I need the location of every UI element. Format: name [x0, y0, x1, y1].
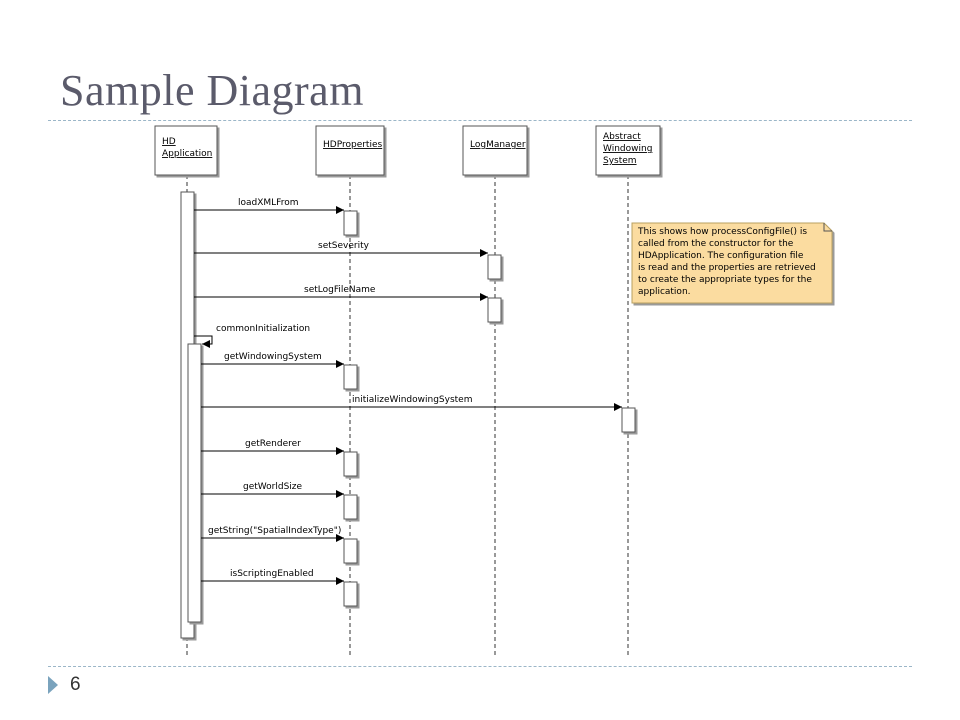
- message-commoninitialization-label: commonInitialization: [216, 324, 310, 334]
- note-text-line: called from the constructor for the: [638, 239, 794, 249]
- participant-box-hd: [154, 125, 218, 176]
- note-text-line: HDApplication. The configuration file: [638, 251, 804, 261]
- participant-label: LogManager: [470, 140, 526, 150]
- participant-label: Windowing: [603, 144, 652, 154]
- message-getworldsize-label: getWorldSize: [243, 482, 303, 492]
- participant-label: HD: [162, 137, 176, 147]
- activation-log: [487, 254, 502, 280]
- note-box: [631, 222, 833, 304]
- activation-log: [487, 297, 502, 323]
- participant-label: Application: [162, 149, 212, 159]
- participant-label: Abstract: [603, 132, 641, 142]
- activation-hd-nested: [187, 343, 202, 623]
- message-initializewindowingsystem-label: initializeWindowingSystem: [352, 395, 472, 405]
- message-getrenderer-label: getRenderer: [245, 439, 301, 449]
- message-getstring-spatialindextype-label: getString("SpatialIndexType"): [208, 526, 341, 536]
- participant-label: HDProperties: [323, 140, 382, 150]
- participant-label: System: [603, 156, 637, 166]
- participant-box-log: [462, 125, 528, 176]
- note-fold: [823, 223, 832, 232]
- title-divider: [48, 120, 912, 121]
- activation-props: [343, 364, 358, 390]
- activation-props: [343, 210, 358, 236]
- note-text-line: is read and the properties are retrieved: [638, 263, 816, 273]
- triangle-bullet-icon: [48, 676, 58, 694]
- note-text-line: application.: [638, 287, 691, 297]
- slide-title: Sample Diagram: [60, 66, 364, 115]
- activation-props: [343, 581, 358, 607]
- message-getwindowingsystem-label: getWindowingSystem: [224, 352, 322, 362]
- message-setseverity-label: setSeverity: [318, 241, 370, 251]
- message-loadxmlfrom-label: loadXMLFrom: [238, 198, 298, 208]
- message-commoninitialization-arrow: [194, 335, 213, 348]
- page-number: 6: [70, 674, 81, 695]
- activation-props: [343, 451, 358, 477]
- message-setlogfilename-label: setLogFileName: [304, 285, 376, 295]
- activation-aws: [621, 407, 636, 433]
- note-text-line: This shows how processConfigFile() is: [637, 227, 807, 237]
- note-text-line: to create the appropriate types for the: [638, 275, 812, 285]
- activation-props: [343, 494, 358, 520]
- participant-box-props: [315, 125, 385, 176]
- footer-divider: [48, 666, 912, 667]
- message-isscriptingenabled-label: isScriptingEnabled: [230, 569, 314, 579]
- activation-props: [343, 538, 358, 564]
- participant-box-aws: [595, 125, 661, 176]
